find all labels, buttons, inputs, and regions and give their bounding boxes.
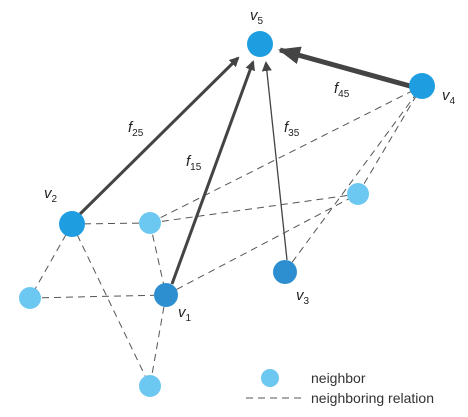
- neighbor-relations: [29, 85, 423, 387]
- label-v5: v5: [250, 7, 264, 27]
- label-v1: v1: [178, 304, 192, 324]
- node-v3: [273, 260, 297, 284]
- dashed-edge: [29, 294, 167, 299]
- dashed-edge: [149, 222, 167, 296]
- label-f25: f25: [128, 119, 144, 139]
- edge-f25: [78, 56, 240, 216]
- legend-neighbor-label: neighbor: [311, 370, 366, 386]
- legend-relation-label: neighboring relation: [311, 390, 434, 406]
- label-v3: v3: [296, 287, 310, 307]
- node-v1: [154, 283, 178, 307]
- dashed-edge: [284, 85, 423, 273]
- label-v4: v4: [442, 87, 456, 107]
- dashed-edge: [29, 223, 73, 299]
- label-f15: f15: [186, 153, 202, 173]
- legend-neighbor-swatch: [261, 369, 279, 387]
- node-labels: v5 v4 v2 v1 v3: [44, 7, 456, 324]
- edge-labels: f25 f15 f35 f45: [128, 80, 350, 173]
- node-v4: [409, 73, 435, 99]
- edge-f45: [278, 46, 411, 89]
- neighbor-node: [347, 183, 369, 205]
- dashed-edge: [149, 294, 167, 387]
- neighbor-node: [139, 375, 161, 397]
- legend: neighbor neighboring relation: [246, 369, 434, 406]
- attention-edges: [78, 46, 411, 285]
- neighbor-node: [139, 212, 161, 234]
- edge-f35: [261, 61, 288, 261]
- dashed-edge: [357, 85, 423, 195]
- node-v5: [247, 31, 273, 57]
- neighbor-node: [19, 287, 41, 309]
- label-f35: f35: [284, 119, 300, 139]
- dashed-edge: [71, 223, 151, 387]
- node-v2: [59, 211, 85, 237]
- dashed-edge: [149, 193, 359, 224]
- nodes: [19, 31, 435, 397]
- dashed-edge: [149, 85, 423, 224]
- dashed-edge: [71, 222, 151, 225]
- label-f45: f45: [334, 80, 350, 100]
- dashed-edge: [165, 193, 359, 296]
- label-v2: v2: [44, 185, 58, 205]
- edge-f15: [170, 60, 255, 285]
